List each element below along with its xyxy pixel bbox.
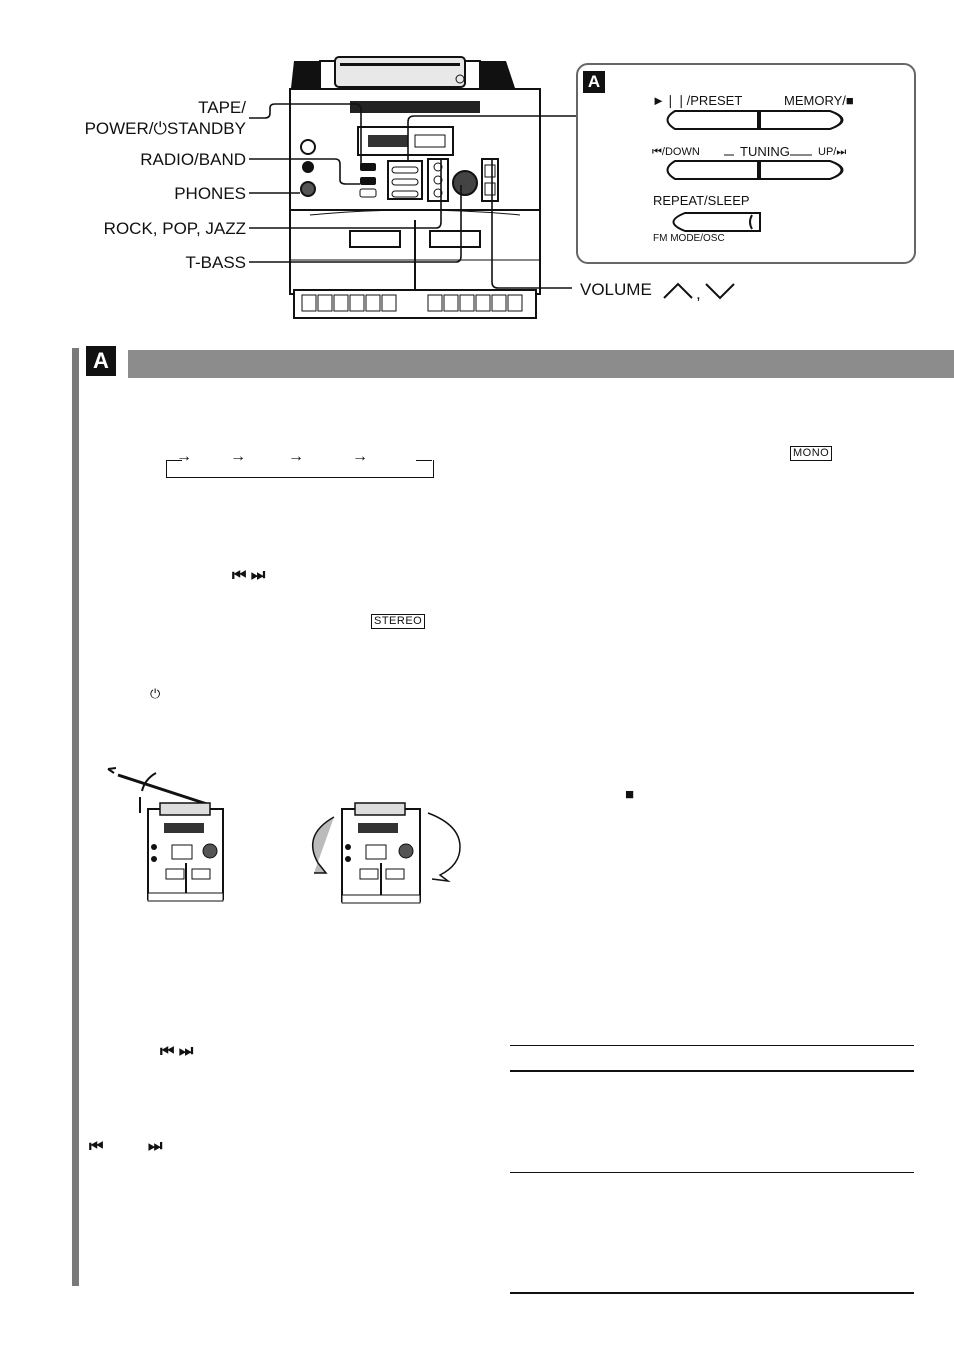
svg-text:,: ,	[696, 284, 701, 301]
table-rule	[510, 1292, 914, 1294]
band-cycle-diagram	[166, 460, 434, 478]
repeat-sleep-label: REPEAT/SLEEP	[653, 193, 750, 208]
section-bar	[128, 350, 954, 378]
band-cycle-top-left	[166, 460, 182, 461]
volume-up-down-icon: ,	[663, 282, 735, 301]
skip-buttons-1: ⏮ ⏭	[232, 567, 266, 584]
memory-stop-label: MEMORY/■	[784, 93, 854, 108]
fm-mode-osc-label: FM MODE/OSC	[653, 233, 725, 244]
volume-label: VOLUME	[580, 280, 652, 299]
table-rule	[510, 1172, 914, 1173]
skip-back-symbol: ⏮	[89, 1138, 104, 1155]
standby-symbol: ⏻	[150, 686, 161, 701]
rock-pop-jazz-label: ROCK, POP, JAZZ	[103, 219, 246, 238]
preset-button	[666, 110, 759, 130]
repeat-button	[672, 212, 761, 232]
band-cycle-top-right	[416, 460, 432, 461]
phones-label: PHONES	[174, 184, 246, 203]
cycle-arrow: →	[230, 448, 246, 465]
cycle-arrow: →	[352, 448, 368, 465]
device-illustration	[289, 56, 541, 319]
memory-button	[759, 110, 844, 130]
inset-marker: A	[583, 71, 605, 93]
mono-indicator: MONO	[790, 446, 833, 461]
section-side-rule	[72, 348, 79, 1286]
inset-panel	[576, 63, 916, 264]
stereo-indicator: STEREO	[371, 614, 426, 629]
tape-power-label: TAPE/ POWER/⏻STANDBY	[84, 98, 246, 138]
radio-band-label: RADIO/BAND	[140, 150, 246, 169]
tuning-label: TUNING	[738, 144, 792, 159]
stop-symbol: ■	[625, 786, 635, 803]
antenna-illustration-fm	[107, 767, 224, 902]
table-rule	[510, 1070, 914, 1072]
skip-buttons-2: ⏮ ⏭	[160, 1043, 194, 1060]
antenna-illustration-am	[312, 802, 461, 904]
down-button	[666, 160, 759, 180]
cycle-arrow: →	[288, 448, 304, 465]
skip-forward-symbol: ⏭	[148, 1138, 163, 1155]
down-label: ⏮/DOWN	[652, 146, 700, 158]
up-label: UP/⏭	[818, 146, 847, 158]
table-rule	[510, 1045, 914, 1046]
callout-lines	[249, 103, 578, 289]
cycle-arrow: →	[176, 448, 192, 465]
up-button	[759, 160, 844, 180]
t-bass-label: T-BASS	[185, 253, 246, 272]
inset-buttons	[666, 110, 844, 232]
play-preset-label: ►❘❘/PRESET	[652, 93, 743, 108]
section-marker: A	[86, 346, 116, 376]
